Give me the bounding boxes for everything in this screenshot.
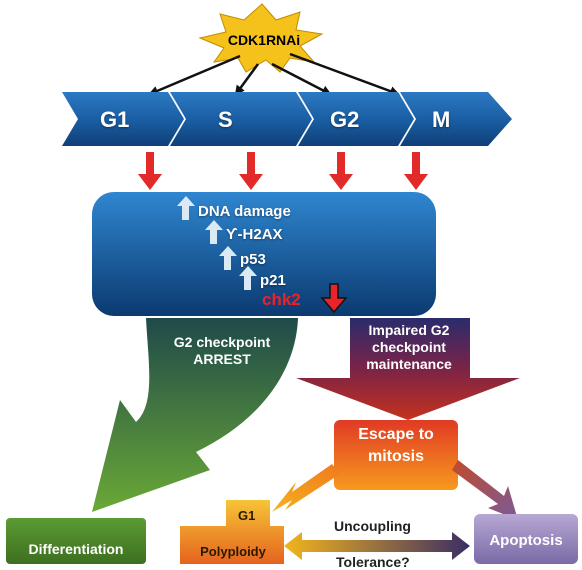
impaired-label: Impaired G2 checkpoint maintenance — [366, 322, 452, 372]
impaired-arrow — [296, 318, 520, 420]
effect-h2ax: ϒ-H2AX — [226, 226, 283, 243]
chk2-down-arrow — [320, 283, 348, 314]
apoptosis-box — [474, 514, 578, 564]
phase-band — [62, 92, 512, 146]
phase-g2: G2 — [330, 107, 360, 132]
burst-arrows — [148, 52, 400, 96]
effects-box — [92, 192, 436, 316]
effect-p53: p53 — [240, 251, 266, 268]
effect-dna-damage: DNA damage — [198, 203, 291, 220]
polyploidy-g1-label: G1 — [238, 508, 256, 523]
polyploidy-label: Polyploidy — [200, 544, 266, 559]
arrest-label: G2 checkpoint ARREST — [173, 334, 271, 367]
effect-chk2: chk2 — [262, 290, 301, 309]
arrest-arrow — [92, 318, 298, 512]
polyploidy-box — [180, 500, 284, 564]
effect-up-arrows — [177, 196, 257, 290]
effect-p21: p21 — [260, 272, 286, 289]
differentiation-box — [6, 518, 146, 564]
differentiation-label: Differentiation — [28, 541, 124, 557]
red-arrows — [138, 152, 428, 190]
tolerance-label: Tolerance? — [336, 554, 410, 570]
escape-left-arrow — [272, 464, 340, 512]
phase-m: M — [432, 107, 451, 132]
uncoupling-label: Uncoupling — [334, 518, 411, 534]
phase-s: S — [218, 107, 233, 132]
phase-g1: G1 — [100, 107, 130, 132]
burst-label: CDK1RNAi — [227, 32, 301, 48]
escape-right-arrow — [452, 460, 518, 520]
escape-label: Escape to mitosis — [358, 426, 434, 465]
escape-box — [334, 420, 458, 490]
uncoupling-double-arrow — [284, 532, 470, 560]
apoptosis-label: Apoptosis — [489, 532, 563, 549]
